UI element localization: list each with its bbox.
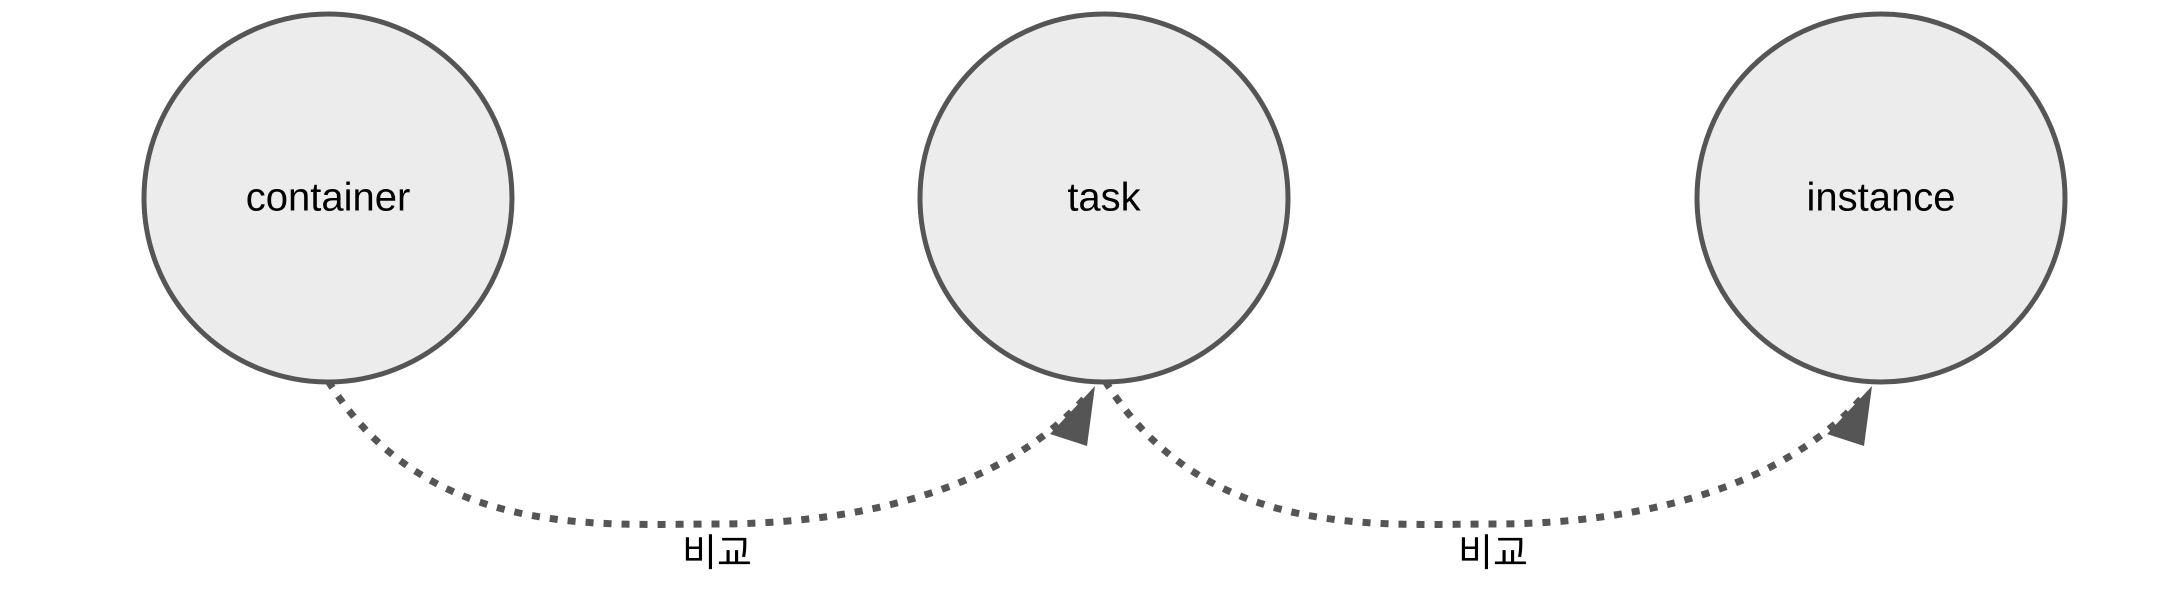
- node-instance-shape[interactable]: [1694, 11, 2068, 385]
- edge-container-task-label: 비교: [682, 533, 752, 575]
- node-instance-label: instance: [1807, 176, 1956, 220]
- edge-container-task-arrowhead: [1050, 386, 1095, 446]
- edge-task-instance-arrowhead: [1827, 386, 1872, 446]
- node-instance[interactable]: instance: [1694, 11, 2068, 385]
- node-task-label: task: [1067, 176, 1141, 220]
- node-container[interactable]: container: [141, 11, 515, 385]
- node-task[interactable]: task: [917, 11, 1291, 385]
- edge-container-task-path: [325, 379, 1095, 528]
- edge-task-instance-path: [1102, 379, 1872, 528]
- node-task-shape[interactable]: [917, 11, 1291, 385]
- node-container-label: container: [246, 176, 411, 220]
- edge-task-instance-label: 비교: [1458, 533, 1528, 575]
- edge-task-instance[interactable]: 비교: [1102, 379, 1872, 575]
- node-container-shape[interactable]: [141, 11, 515, 385]
- edge-container-task[interactable]: 비교: [325, 379, 1095, 575]
